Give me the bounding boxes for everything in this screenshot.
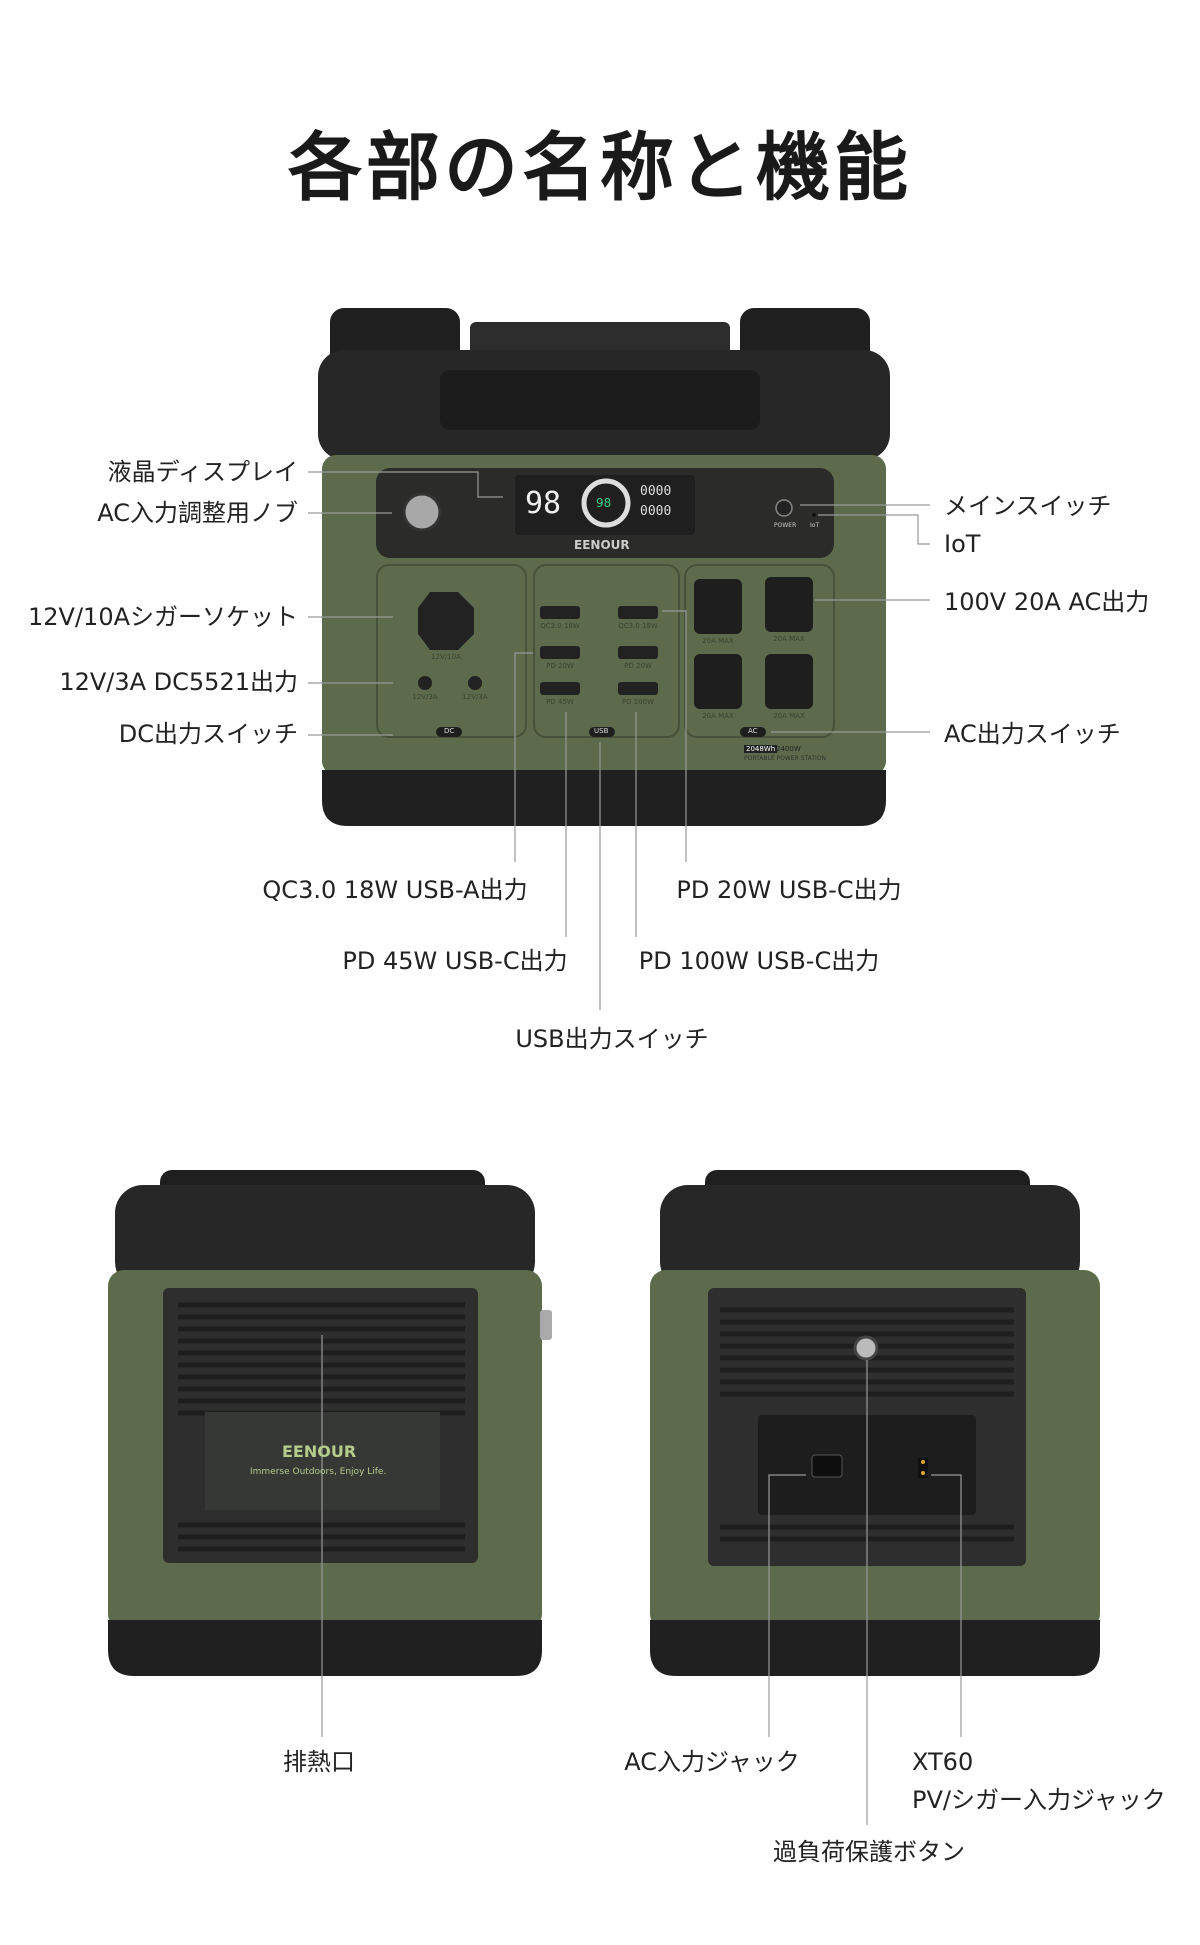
back-unit [650,1170,1100,1676]
port-label-cigar: 12V/10A [431,653,461,661]
label-ac-input-jack: AC入力ジャック [624,1748,800,1776]
label-usb-switch: USB出力スイッチ [515,1025,709,1053]
port-label-ac-3: 20A MAX [702,712,734,720]
front-unit [318,308,890,826]
port-label-pd45: PD 45W [546,698,574,706]
iot-led [812,513,816,517]
label-iot: IoT [944,530,981,558]
label-cigar-socket: 12V/10Aシガーソケット [28,603,298,631]
port-label-dc-right: 12V/3A [462,693,488,701]
port-label-pd20-right: PD 20W [624,662,652,670]
lcd-battery-value: 98 [525,486,562,521]
label-qc30: QC3.0 18W USB-A出力 [262,876,528,904]
lcd-display [515,475,695,535]
label-main-switch: メインスイッチ [944,492,1112,520]
leader-lines-front [308,471,930,1010]
port-label-ac-1: 20A MAX [702,637,734,645]
usb-switch: USB [594,727,609,735]
cigar-socket [418,592,474,650]
port-label-ac-4: 20A MAX [773,712,805,720]
leader-lines-back [321,1335,962,1825]
port-label-dc-left: 12V/3A [412,693,438,701]
overload-button [853,1335,879,1361]
page-title: 各部の名称と機能 [288,125,912,211]
port-label-pd100: PD 100W [621,698,655,706]
label-lcd-display: 液晶ディスプレイ [107,458,298,486]
power-label: POWER [774,522,797,529]
input-knob [402,492,442,532]
label-overload-button: 過負荷保護ボタン [773,1838,965,1866]
port-label-pd20-left: PD 20W [546,662,574,670]
wattage-badge: 2400W [776,745,801,753]
side-slogan: Immerse Outdoors, Enjoy Life. [250,1467,387,1477]
side-unit [108,1170,552,1676]
side-brand-logo: EENOUR [282,1442,357,1461]
lcd-output-value: 0000 [640,504,672,519]
label-ac-output: 100V 20A AC出力 [944,588,1150,616]
label-pd20: PD 20W USB-C出力 [676,876,902,904]
dc-switch: DC [444,727,455,735]
lcd-inner-value: 98 [596,496,612,510]
iot-label: IoT [810,522,820,529]
ac-switch: AC [748,727,758,735]
power-button [775,499,793,517]
port-label-ac-2: 20A MAX [773,635,805,643]
label-dc5521: 12V/3A DC5521出力 [59,668,298,696]
label-xt60: XT60 [912,1748,974,1776]
label-dc-switch: DC出力スイッチ [118,720,298,748]
label-ac-switch: AC出力スイッチ [944,720,1121,748]
usb-ports [540,606,658,695]
label-vent: 排熱口 [283,1748,355,1776]
product-name: PORTABLE POWER STATION [744,755,826,762]
capacity-badge: 2048Wh [744,745,778,753]
label-pv-cigar-input: PV/シガー入力ジャック [912,1786,1166,1814]
lcd-input-value: 0000 [640,484,672,499]
ac-outlets [694,577,813,709]
front-brand-logo: EENOUR [574,538,630,552]
label-ac-input-knob: AC入力調整用ノブ [97,499,298,527]
port-label-qc-left: QC3.0 18W [540,622,580,630]
label-pd45: PD 45W USB-C出力 [342,947,568,975]
label-pd100: PD 100W USB-C出力 [638,947,880,975]
port-label-qc-right: QC3.0 18W [618,622,658,630]
